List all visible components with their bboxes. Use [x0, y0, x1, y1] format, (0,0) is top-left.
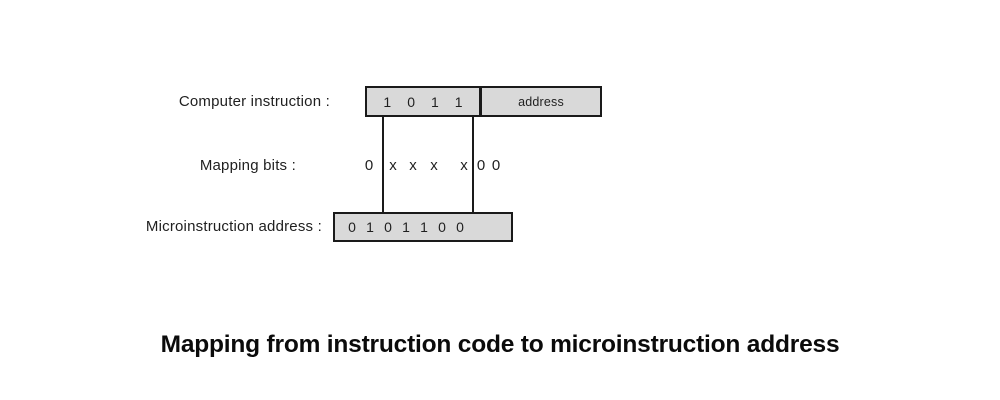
figure-caption: Mapping from instruction code to microin…: [160, 331, 840, 358]
opcode-bit: 1: [431, 93, 439, 110]
mapping-line-left: [382, 117, 384, 212]
opcode-bit: 1: [383, 93, 392, 110]
mapping-bit: x: [389, 157, 397, 174]
mapping-bit: 0: [364, 157, 374, 174]
mapping-bits-label: Mapping bits :: [199, 157, 296, 174]
microinstruction-bit: 1: [420, 219, 428, 235]
opcode-cell: 1 0 1 1: [367, 88, 482, 115]
microinstruction-address-label: Microinstruction address :: [145, 218, 322, 235]
mapping-bit: 0: [491, 157, 501, 174]
computer-instruction-box: 1 0 1 1 address: [365, 86, 602, 117]
microinstruction-address-box: 0 1 0 1 1 0 0: [333, 212, 513, 242]
mapping-line-right: [472, 117, 474, 212]
mapping-bit: x: [409, 157, 417, 174]
opcode-bit: 0: [407, 93, 415, 110]
computer-instruction-label: Computer instruction :: [178, 93, 330, 110]
mapping-bit: x: [460, 157, 468, 174]
mapping-bit: x: [430, 157, 438, 174]
microinstruction-bit: 1: [366, 219, 374, 235]
microinstruction-bit: 0: [384, 219, 392, 235]
microinstruction-bit: 0: [456, 219, 464, 235]
mapping-bit: 0: [476, 157, 486, 174]
opcode-bit: 1: [454, 93, 463, 110]
address-cell: address: [518, 94, 564, 109]
microinstruction-bit: 0: [348, 219, 356, 235]
microinstruction-bit: 0: [438, 219, 446, 235]
microinstruction-bit: 1: [402, 219, 410, 235]
